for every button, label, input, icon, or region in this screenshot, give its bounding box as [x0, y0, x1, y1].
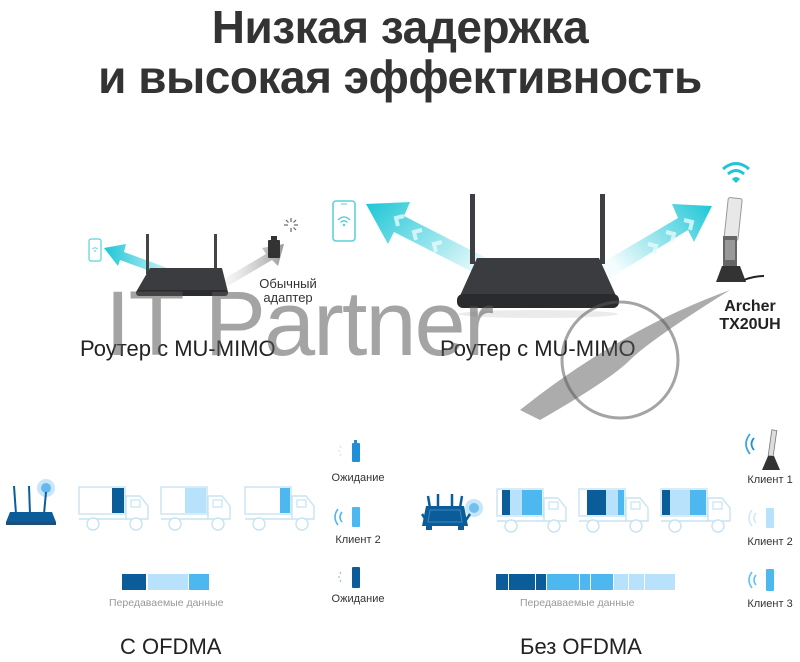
router-blue-multi-icon [420, 494, 483, 530]
router-large-icon [457, 194, 619, 318]
page-title-line2: и высокая эффективность [98, 51, 702, 103]
client-1-adapter-icon [745, 429, 780, 470]
adapter-label-line2: адаптер [263, 290, 313, 305]
ofdma-title: С OFDMA [120, 634, 222, 659]
truck-icon [160, 486, 231, 531]
truck-icon [78, 486, 149, 531]
router-blue-icon [6, 479, 56, 525]
data-segment [645, 574, 675, 590]
no-ofdma-data-caption: Передаваемые данные [520, 597, 635, 609]
usb-adapter-stand-icon [716, 197, 764, 282]
truck-icon [578, 488, 649, 533]
client-3-receiving-icon [748, 569, 774, 591]
ofdma-data-caption: Передаваемые данные [109, 597, 224, 609]
truck-1 [496, 488, 568, 539]
truck-icon [496, 488, 567, 533]
data-segment [122, 574, 146, 590]
data-segment [614, 574, 628, 590]
router-small-label: Роутер с MU-MIMO [80, 336, 276, 361]
no-ofdma-title: Без OFDMA [520, 634, 642, 659]
data-segment [536, 574, 546, 590]
client-waiting-icon [338, 567, 360, 588]
client-label: Клиент 3 [747, 598, 793, 610]
wifi-icon [722, 162, 750, 183]
data-segment [148, 574, 188, 590]
data-segment [629, 574, 644, 590]
client-label: Клиент 2 [747, 536, 793, 548]
client-label: Клиент 2 [335, 534, 381, 546]
truck-3 [660, 488, 732, 539]
data-segment [496, 574, 508, 590]
device-label-line2: TX20UH [719, 316, 781, 333]
usb-adapter-icon [268, 236, 280, 258]
phone-wifi-icon [88, 238, 102, 262]
data-segment [547, 574, 579, 590]
client-label: Ожидание [331, 593, 385, 605]
phone-wifi-icon [332, 200, 356, 242]
client-label: Клиент 1 [747, 474, 793, 486]
data-segment [509, 574, 535, 590]
data-segment [591, 574, 613, 590]
router-large-label: Роутер с MU-MIMO [440, 336, 636, 361]
client-receiving-icon [334, 507, 360, 527]
truck-2 [160, 486, 232, 537]
truck-3 [244, 486, 316, 537]
data-segment [189, 574, 209, 590]
loading-spinner-icon [284, 218, 298, 232]
client-label: Ожидание [331, 472, 385, 484]
truck-icon [244, 486, 315, 531]
truck-1 [78, 486, 150, 537]
page-title-line1: Низкая задержка [211, 1, 589, 53]
cyan-arrow-right-icon [600, 204, 712, 278]
truck-2 [578, 488, 650, 539]
router-small-icon [136, 234, 228, 296]
adapter-label-line1: Обычный [259, 276, 317, 291]
device-label-line1: Archer [724, 298, 776, 315]
client-2-idle-icon [748, 508, 774, 528]
client-waiting-icon [338, 440, 360, 462]
data-segment [580, 574, 590, 590]
truck-icon [660, 488, 731, 533]
